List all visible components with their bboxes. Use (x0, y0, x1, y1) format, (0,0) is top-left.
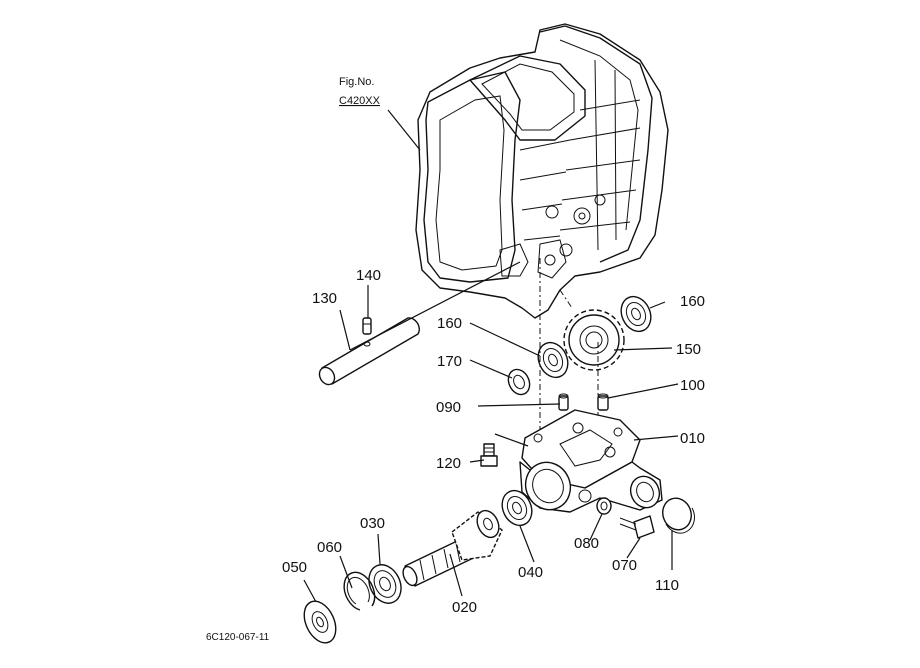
part-bearing-030 (368, 564, 402, 604)
callout-050: 050 (282, 559, 307, 576)
callout-100: 100 (680, 377, 705, 394)
callout-170: 170 (437, 353, 462, 370)
part-circlip-060 (343, 571, 376, 611)
part-gear (563, 309, 625, 371)
callout-120: 120 (436, 455, 461, 472)
part-oil-seal (507, 368, 531, 396)
part-dowel-pins (558, 393, 609, 411)
callout-070: 070 (612, 557, 637, 574)
callout-080: 080 (574, 535, 599, 552)
drawing-code: 6C120-067-11 (206, 632, 270, 643)
callout-140: 140 (356, 267, 381, 284)
figure-ref-code: C420XX (339, 95, 381, 107)
callout-110: 110 (655, 577, 679, 594)
callout-160-lower: 160 (437, 315, 462, 332)
part-shaft (318, 317, 421, 386)
part-bearing-upper (620, 295, 652, 333)
callout-030: 030 (360, 515, 385, 532)
callout-130: 130 (312, 290, 337, 307)
callout-060: 060 (317, 539, 342, 556)
callout-010: 010 (680, 430, 705, 447)
transmission-case (415, 23, 669, 319)
callout-150: 150 (676, 341, 701, 358)
callouts: 010 020 030 040 050 060 070 080 090 100 … (282, 267, 705, 616)
callout-040: 040 (518, 564, 543, 581)
part-pin (362, 317, 372, 335)
part-washer-080 (596, 497, 612, 515)
part-bearing-lower (537, 341, 569, 379)
part-gear-case (519, 409, 663, 513)
callout-090: 090 (436, 399, 461, 416)
leader-lines (303, 109, 679, 603)
part-pinion-shaft (402, 509, 503, 587)
part-cap-110 (662, 497, 695, 534)
part-oil-seal-050 (303, 600, 337, 644)
part-plug-070 (619, 515, 655, 539)
part-bearing-040 (501, 489, 533, 527)
figure-ref-label: Fig.No. (339, 76, 374, 88)
callout-020: 020 (452, 599, 477, 616)
part-bolt-120 (480, 443, 498, 467)
callout-160-upper: 160 (680, 293, 705, 310)
